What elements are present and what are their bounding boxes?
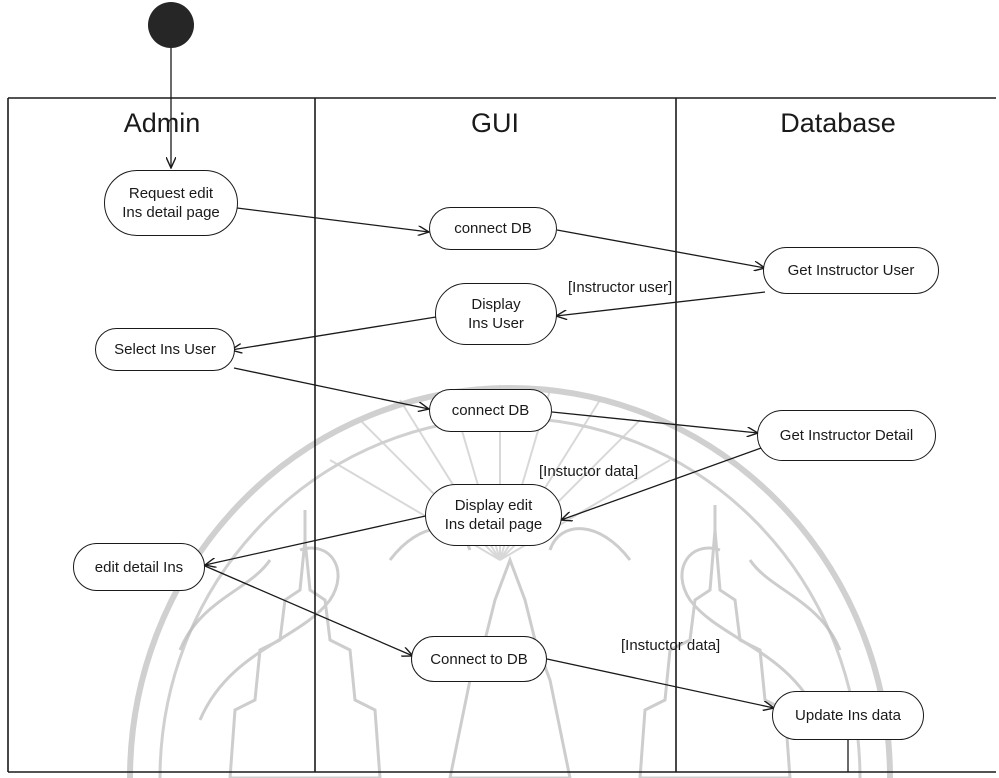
- activity-edit-detail-ins: edit detail Ins: [73, 543, 205, 591]
- activity-connect-db-2: connect DB: [429, 389, 552, 432]
- lane-title-database: Database: [780, 108, 896, 138]
- flow-connect-db-1-to-get-user: [556, 229, 765, 268]
- guard-instructor-user: [Instructor user]: [568, 279, 673, 296]
- activity-display-ins-user: Display Ins User: [435, 283, 557, 345]
- flow-request-to-connect-db-1: [236, 207, 429, 232]
- flow-get-user-to-display-user: [556, 291, 766, 316]
- initial-node: [148, 2, 194, 48]
- activity-update-ins-data: Update Ins data: [772, 691, 924, 740]
- activity-get-instructor-user: Get Instructor User: [763, 247, 939, 294]
- lane-title-admin: Admin: [123, 108, 201, 138]
- flow-display-user-to-select-user: [231, 316, 437, 350]
- flow-display-edit-to-edit-detail: [205, 514, 431, 565]
- activity-display-edit-ins-detail-page: Display edit Ins detail page: [425, 484, 562, 546]
- activity-request-edit-ins-detail-page: Request edit Ins detail page: [104, 170, 238, 236]
- activity-select-ins-user: Select Ins User: [95, 328, 235, 371]
- lane-title-gui: GUI: [470, 108, 519, 138]
- flow-connect-to-db-to-update: [546, 658, 774, 708]
- flow-edit-detail-to-connect-to-db: [204, 565, 413, 656]
- flow-select-user-to-connect-db-2: [233, 367, 429, 409]
- flow-connect-db-2-to-get-detail: [551, 411, 758, 433]
- guard-instuctor-data-1: [Instuctor data]: [539, 463, 639, 480]
- flow-get-detail-to-display-edit: [561, 446, 765, 520]
- guard-instuctor-data-2: [Instuctor data]: [621, 637, 721, 654]
- activity-get-instructor-detail: Get Instructor Detail: [757, 410, 936, 461]
- activity-connect-to-db: Connect to DB: [411, 636, 547, 682]
- activity-connect-db-1: connect DB: [429, 207, 557, 250]
